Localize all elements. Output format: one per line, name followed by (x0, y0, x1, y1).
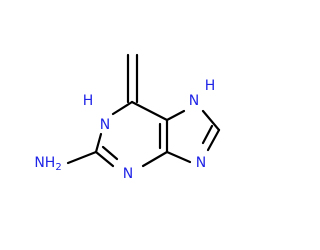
atom-n7: N (189, 93, 199, 109)
bond-n1-c2 (94, 132, 103, 154)
bond-c2-nh2 (66, 150, 98, 165)
bond-c8-n9-a (206, 128, 221, 152)
molecule-drawing: H N H N N N NH2 (34, 53, 221, 182)
bond-c5-c6 (130, 100, 169, 122)
atom-labels: H N H N N N NH2 (34, 78, 215, 182)
atom-amine-subscript: 2 (55, 162, 61, 173)
atom-n1-hydrogen: H (83, 93, 94, 109)
bond-c5-n7 (165, 109, 186, 122)
structure-canvas: H N H N N N NH2 (34, 53, 221, 182)
atom-n9: N (196, 155, 206, 171)
bond-c2-n3-b (101, 145, 119, 161)
bond-n3-c4 (141, 150, 169, 168)
atom-n1: N (100, 117, 110, 133)
atom-n7-hydrogen: H (205, 78, 216, 94)
atom-amine: NH2 (34, 155, 61, 173)
bond-c6-n1 (111, 100, 134, 116)
bond-c8-n9-b (201, 124, 214, 145)
bond-n9-c4 (165, 150, 192, 164)
bond-n7-c8 (201, 109, 221, 132)
atom-amine-symbol: NH (34, 155, 55, 171)
bond-c2-n3-a (94, 150, 115, 168)
atom-n3: N (123, 166, 133, 182)
bonds (66, 53, 221, 168)
